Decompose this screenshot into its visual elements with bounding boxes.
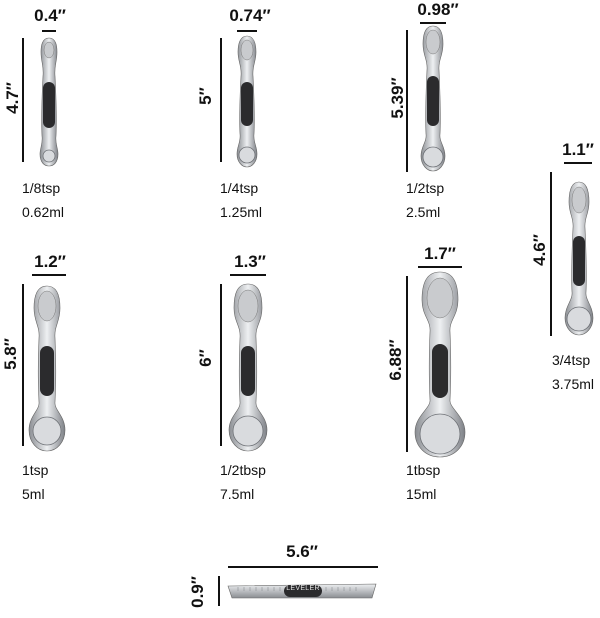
height-dimension-line	[220, 284, 222, 446]
height-dimension-line	[22, 284, 24, 446]
spoon-caption: 1/8tsp 0.62ml	[22, 176, 64, 224]
spoon-one-tsp-image	[28, 285, 66, 452]
spoon-height-label: 4.7″	[3, 82, 22, 114]
spoon-name: 1/2tbsp	[220, 462, 266, 478]
spoon-name: 1tsp	[22, 462, 49, 478]
spoon-caption: 1tsp 5ml	[22, 458, 48, 506]
height-dimension-line	[22, 38, 24, 162]
width-dimension-line	[418, 266, 462, 268]
spoon-caption: 1/2tbsp 7.5ml	[220, 458, 266, 506]
spoon-half-tbsp-image	[228, 283, 268, 452]
spoon-eighth-tsp-image	[39, 37, 59, 167]
spoon-volume: 3.75ml	[552, 376, 595, 392]
spoon-width-label: 1.7″	[424, 244, 456, 263]
spoon-height-label: 4.6″	[530, 234, 549, 266]
spoon-name: 1/4tsp	[220, 180, 259, 196]
spoon-name: 3/4tsp	[552, 352, 591, 368]
spoon-volume: 5ml	[22, 486, 45, 502]
spoon-height-label: 5.39″	[388, 77, 407, 119]
height-dimension-line	[550, 172, 552, 336]
spoon-width-label: 1.3″	[234, 252, 266, 271]
height-dimension-line	[218, 576, 220, 606]
spoon-caption: 1/2tsp 2.5ml	[406, 176, 444, 224]
width-dimension-line	[237, 30, 257, 32]
spoon-volume: 7.5ml	[220, 486, 255, 502]
width-dimension-line	[32, 274, 66, 276]
spoon-width-label: 0.4″	[34, 6, 66, 25]
spoon-width-label: 0.74″	[229, 6, 271, 25]
spoon-name: 1/8tsp	[22, 180, 61, 196]
spoon-name: 1/2tsp	[406, 180, 445, 196]
leveler-label: LEVELER	[286, 585, 320, 592]
spoon-height-label: 6.88″	[386, 339, 405, 381]
leveler-image	[227, 583, 377, 599]
spoon-volume: 15ml	[406, 486, 437, 502]
spoon-quarter-tsp-image	[236, 35, 258, 168]
spoon-width-label: 0.98″	[417, 0, 459, 19]
spoon-volume: 1.25ml	[220, 204, 263, 220]
spoon-caption: 3/4tsp 3.75ml	[552, 348, 594, 396]
leveler-height-label: 0.9″	[188, 576, 207, 608]
spoon-volume: 2.5ml	[406, 204, 441, 220]
width-dimension-line	[420, 22, 446, 24]
width-dimension-line	[564, 162, 592, 164]
spoon-volume: 0.62ml	[22, 204, 65, 220]
spoon-three-quarter-tsp-image	[564, 181, 594, 336]
height-dimension-line	[220, 38, 222, 162]
spoon-width-label: 1.1″	[562, 140, 594, 159]
width-dimension-line	[42, 30, 56, 32]
spoon-height-label: 5″	[196, 87, 215, 105]
spoon-caption: 1tbsp 15ml	[406, 458, 440, 506]
leveler-width-label: 5.6″	[286, 542, 318, 561]
width-dimension-line	[228, 566, 378, 568]
height-dimension-line	[406, 276, 408, 452]
spoon-height-label: 5.8″	[1, 338, 20, 370]
width-dimension-line	[230, 274, 266, 276]
spoon-height-label: 6″	[196, 349, 215, 367]
height-dimension-line	[406, 30, 408, 172]
spoon-half-tsp-image	[420, 25, 446, 172]
spoon-width-label: 1.2″	[34, 252, 66, 271]
spoon-name: 1tbsp	[406, 462, 441, 478]
spoon-caption: 1/4tsp 1.25ml	[220, 176, 262, 224]
spoon-one-tbsp-image	[414, 271, 466, 458]
